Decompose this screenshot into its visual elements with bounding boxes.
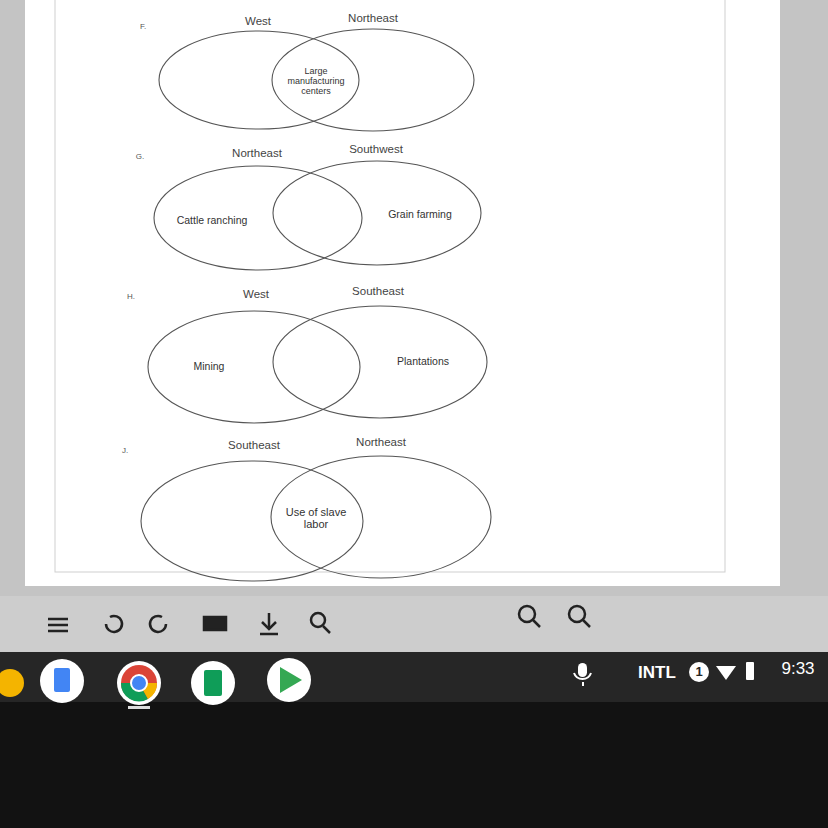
keyboard-layout: INTL: [638, 664, 676, 683]
circle-outline: [154, 166, 362, 270]
region-heading: Northeast: [356, 436, 406, 449]
toolbar-icons: [48, 606, 590, 634]
document-page: [25, 0, 780, 586]
item-letter: G.: [136, 153, 144, 162]
screen-bezel: [0, 702, 828, 828]
venn-circle: SouthwestGrain farming: [272, 160, 482, 266]
venn-circle: SoutheastPlantations: [272, 305, 488, 419]
venn-circle: NortheastCattle ranching: [153, 165, 363, 271]
viewer-toolbar: [0, 596, 828, 652]
circle-outline: [271, 456, 491, 578]
region-heading: West: [243, 288, 269, 301]
circle-outline: [273, 161, 481, 265]
circle-outline: [273, 306, 487, 418]
overlap-text: Large manufacturing centers: [280, 67, 352, 97]
circle-outline: [159, 31, 359, 129]
item-letter: F.: [140, 23, 146, 32]
region-heading: Southwest: [349, 143, 403, 156]
region-heading: West: [245, 15, 271, 28]
circle-outline: [272, 305, 488, 419]
clock-time: 9:33: [781, 660, 814, 679]
circle-outline: [147, 310, 361, 424]
region-heading: Northeast: [348, 12, 398, 25]
screen-ground: [0, 0, 828, 600]
item-letter: J.: [122, 447, 128, 456]
region-text: Grain farming: [388, 209, 452, 221]
region-text: Plantations: [397, 356, 449, 368]
region-heading: Southeast: [352, 285, 404, 298]
venn-circle: Southeast: [140, 460, 364, 582]
region-text: Mining: [194, 361, 225, 373]
circle-outline: [140, 460, 364, 582]
taskbar-app-icons: [0, 658, 754, 709]
region-heading: Southeast: [228, 439, 280, 452]
venn-circle: WestMining: [147, 310, 361, 424]
region-text: Cattle ranching: [177, 215, 248, 227]
circle-outline: [148, 311, 360, 423]
circle-outline: [141, 461, 363, 581]
overlap-text: Use of slave labor: [276, 506, 356, 530]
item-letter: H.: [127, 293, 135, 302]
notification-count: 1: [695, 665, 702, 679]
panel-border: [55, 0, 725, 572]
region-heading: Northeast: [232, 147, 282, 160]
circle-outline: [272, 29, 474, 131]
